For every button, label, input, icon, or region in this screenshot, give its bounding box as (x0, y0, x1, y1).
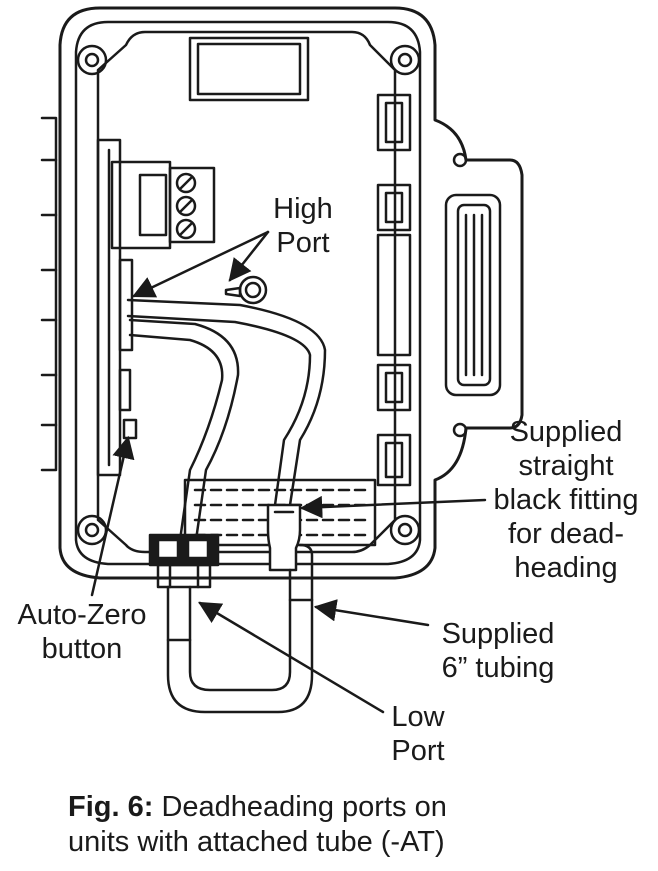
fitting-label-line1: Supplied (509, 416, 623, 448)
caption-line1: Fig. 6: Deadheading ports on (68, 790, 628, 825)
housing-outline (58, 6, 524, 580)
caption-text-line1: Deadheading ports on (161, 791, 447, 823)
internal-tubing (126, 298, 327, 542)
high-port-fitting (224, 275, 268, 305)
high-port-label: High Port (258, 192, 348, 260)
auto-zero-label-line1: Auto-Zero (17, 599, 147, 631)
tubing-leader (313, 599, 430, 627)
low-port-label: Low Port (378, 700, 458, 768)
top-display-window (188, 36, 310, 102)
figure-caption: Fig. 6: Deadheading ports on units with … (68, 790, 628, 860)
high-port-label-line2: Port (276, 227, 330, 259)
fitting-label-line4: for dead- (507, 518, 625, 550)
bottom-port-block (148, 533, 220, 589)
leader-lines (90, 230, 487, 714)
terminal-block (110, 160, 216, 250)
corner-screws (76, 44, 468, 546)
fitting-label: Supplied straight black fitting for dead… (478, 415, 654, 585)
external-u-tube (166, 543, 314, 714)
fitting-label-line3: black fitting (493, 484, 639, 516)
tubing-label-line2: 6” tubing (441, 652, 555, 684)
fitting-label-line2: straight (518, 450, 614, 482)
black-fitting (266, 503, 302, 572)
side-connector (444, 193, 502, 397)
auto-zero-leader (90, 435, 135, 597)
housing-side-edge (40, 116, 58, 472)
high-port-label-line1: High (273, 193, 333, 225)
low-port-leader (198, 601, 385, 714)
low-port-label-line2: Port (391, 735, 445, 767)
tubing-label: Supplied 6” tubing (428, 617, 568, 685)
circuit-board (96, 138, 138, 477)
fitting-label-line5: heading (514, 552, 618, 584)
low-port-label-line1: Low (391, 701, 445, 733)
right-clips (376, 93, 412, 487)
high-port-leader-board (131, 230, 270, 298)
fitting-leader (299, 495, 487, 519)
caption-prefix: Fig. 6: (68, 791, 154, 823)
caption-text-line2: units with attached tube (-AT) (68, 826, 445, 858)
auto-zero-label: Auto-Zero button (2, 598, 162, 666)
tubing-label-line1: Supplied (441, 618, 555, 650)
auto-zero-label-line2: button (41, 633, 123, 665)
high-port-leader-fitting (228, 230, 270, 282)
